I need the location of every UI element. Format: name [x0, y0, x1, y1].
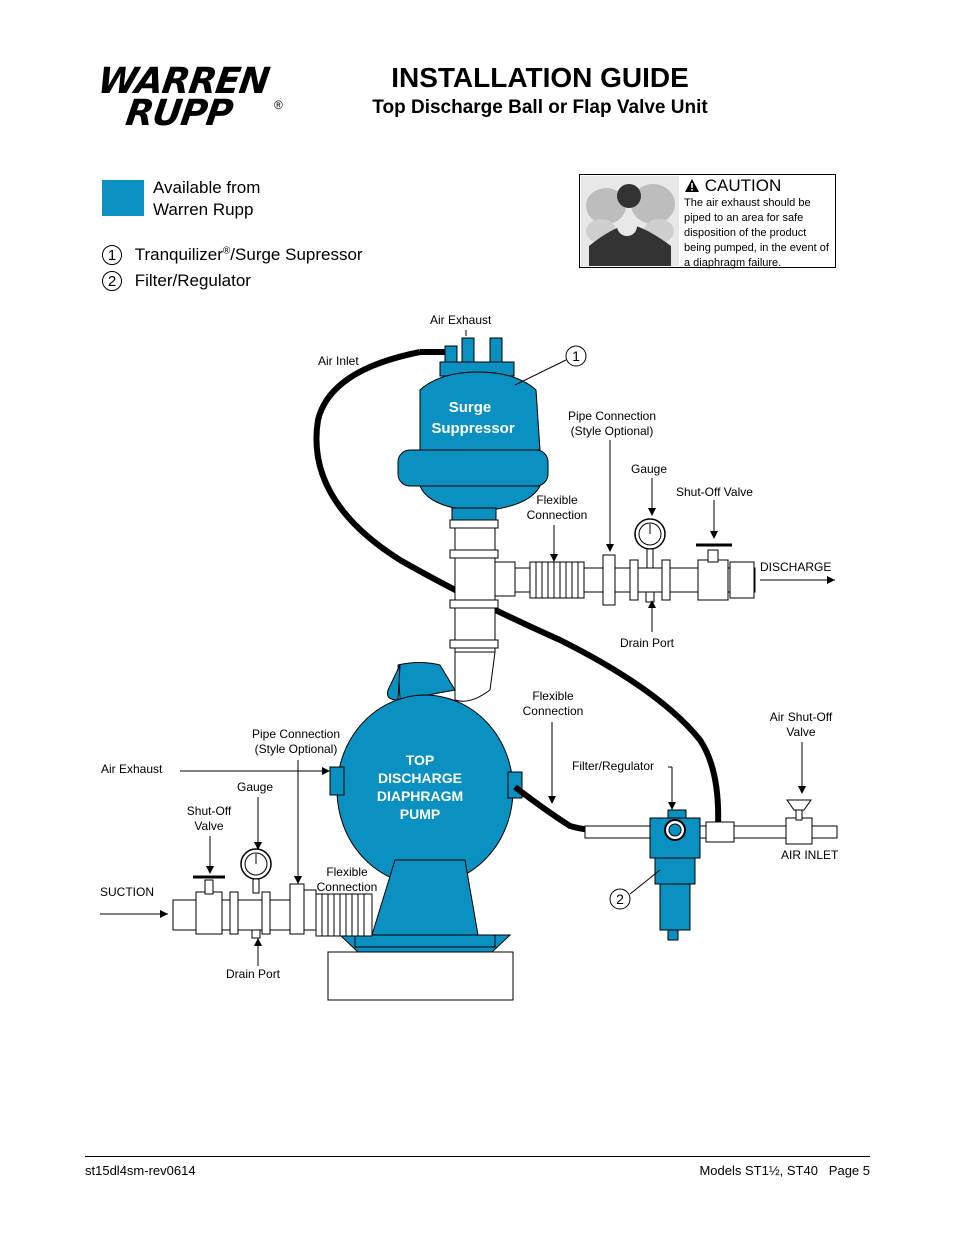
callout-1-circle — [565, 345, 587, 367]
label-air-inlet-top: Air Inlet — [318, 354, 359, 368]
label-air-exhaust-left: Air Exhaust — [101, 762, 163, 776]
label-filter-regulator: Filter/Regulator — [572, 759, 655, 773]
surge-suppressor — [397, 337, 549, 521]
pump-body — [329, 662, 523, 953]
surge-label-line1: Surge — [449, 399, 492, 416]
warren-rupp-logo: WARREN RUPP ® — [95, 61, 288, 134]
page-subtitle: Top Discharge Ball or Flap Valve Unit — [372, 97, 708, 118]
callout-1-number: 1 — [572, 348, 580, 364]
footer-doc-id: st15dl4sm-rev0614 — [85, 1163, 196, 1178]
legend-item-1-label: Tranquilizer®/Surge Supressor — [134, 244, 363, 264]
label-shutoff-valve-top: Shut-Off Valve — [676, 485, 753, 499]
caution-text: The air exhaust should be piped to an ar… — [684, 197, 829, 269]
legend-swatch — [102, 180, 144, 216]
label-drain-port-top: Drain Port — [620, 636, 675, 650]
page-title: INSTALLATION GUIDE — [391, 62, 689, 93]
legend-swatch-label: Available from Warren Rupp — [153, 177, 260, 221]
label-pipe-connection-left: Pipe Connection(Style Optional) — [251, 727, 341, 756]
legend-item-1-number: 1 — [102, 244, 122, 265]
surge-label-line2: Suppressor — [431, 420, 515, 437]
label-drain-port-bottom: Drain Port — [226, 967, 281, 981]
legend-item-1: 1 Tranquilizer®/Surge Supressor — [102, 240, 363, 266]
label-suction: SUCTION — [100, 885, 154, 899]
footer-page-info: Models ST1½, ST40 Page 5 — [699, 1163, 870, 1178]
air-shutoff-valve — [785, 799, 813, 845]
callout-2-circle — [609, 888, 631, 910]
label-air-exhaust-top: Air Exhaust — [430, 313, 492, 327]
gauge-bottom — [240, 848, 272, 894]
label-gauge-top: Gauge — [631, 462, 668, 476]
gauge-top — [634, 518, 666, 569]
footer-rule — [85, 1156, 870, 1157]
label-air-inlet-right: AIR INLET — [781, 848, 839, 862]
filter-regulator — [649, 809, 701, 941]
logo-reg-mark: ® — [274, 98, 283, 112]
legend-item-2: 2 Filter/Regulator — [102, 270, 251, 292]
legend-item-2-number: 2 — [102, 271, 122, 291]
legend-swatch-line1: Available from — [153, 178, 261, 197]
caution-box: CAUTION The air exhaust should be piped … — [579, 174, 836, 269]
flexible-connection-bottom — [315, 893, 373, 937]
pump-label-line4: PUMP — [400, 806, 440, 822]
exhaust-hazard-icon — [581, 176, 679, 266]
pump-label-line3: DIAPHRAGM — [377, 788, 463, 804]
caution-heading: CAUTION — [684, 176, 781, 196]
callout-2-number: 2 — [616, 891, 624, 907]
legend-item-2-label: Filter/Regulator — [134, 271, 251, 290]
shutoff-valve-top — [696, 543, 732, 601]
label-discharge: DISCHARGE — [760, 560, 832, 574]
label-gauge-left: Gauge — [237, 780, 274, 794]
flexible-connection-top — [529, 561, 585, 599]
pump-label-line1: TOP — [406, 752, 435, 768]
legend-swatch-line2: Warren Rupp — [153, 200, 254, 219]
warning-triangle-icon — [685, 179, 699, 192]
pump-label-line2: DISCHARGE — [378, 770, 462, 786]
label-pipe-connection-top: Pipe Connection(Style Optional) — [567, 409, 657, 438]
